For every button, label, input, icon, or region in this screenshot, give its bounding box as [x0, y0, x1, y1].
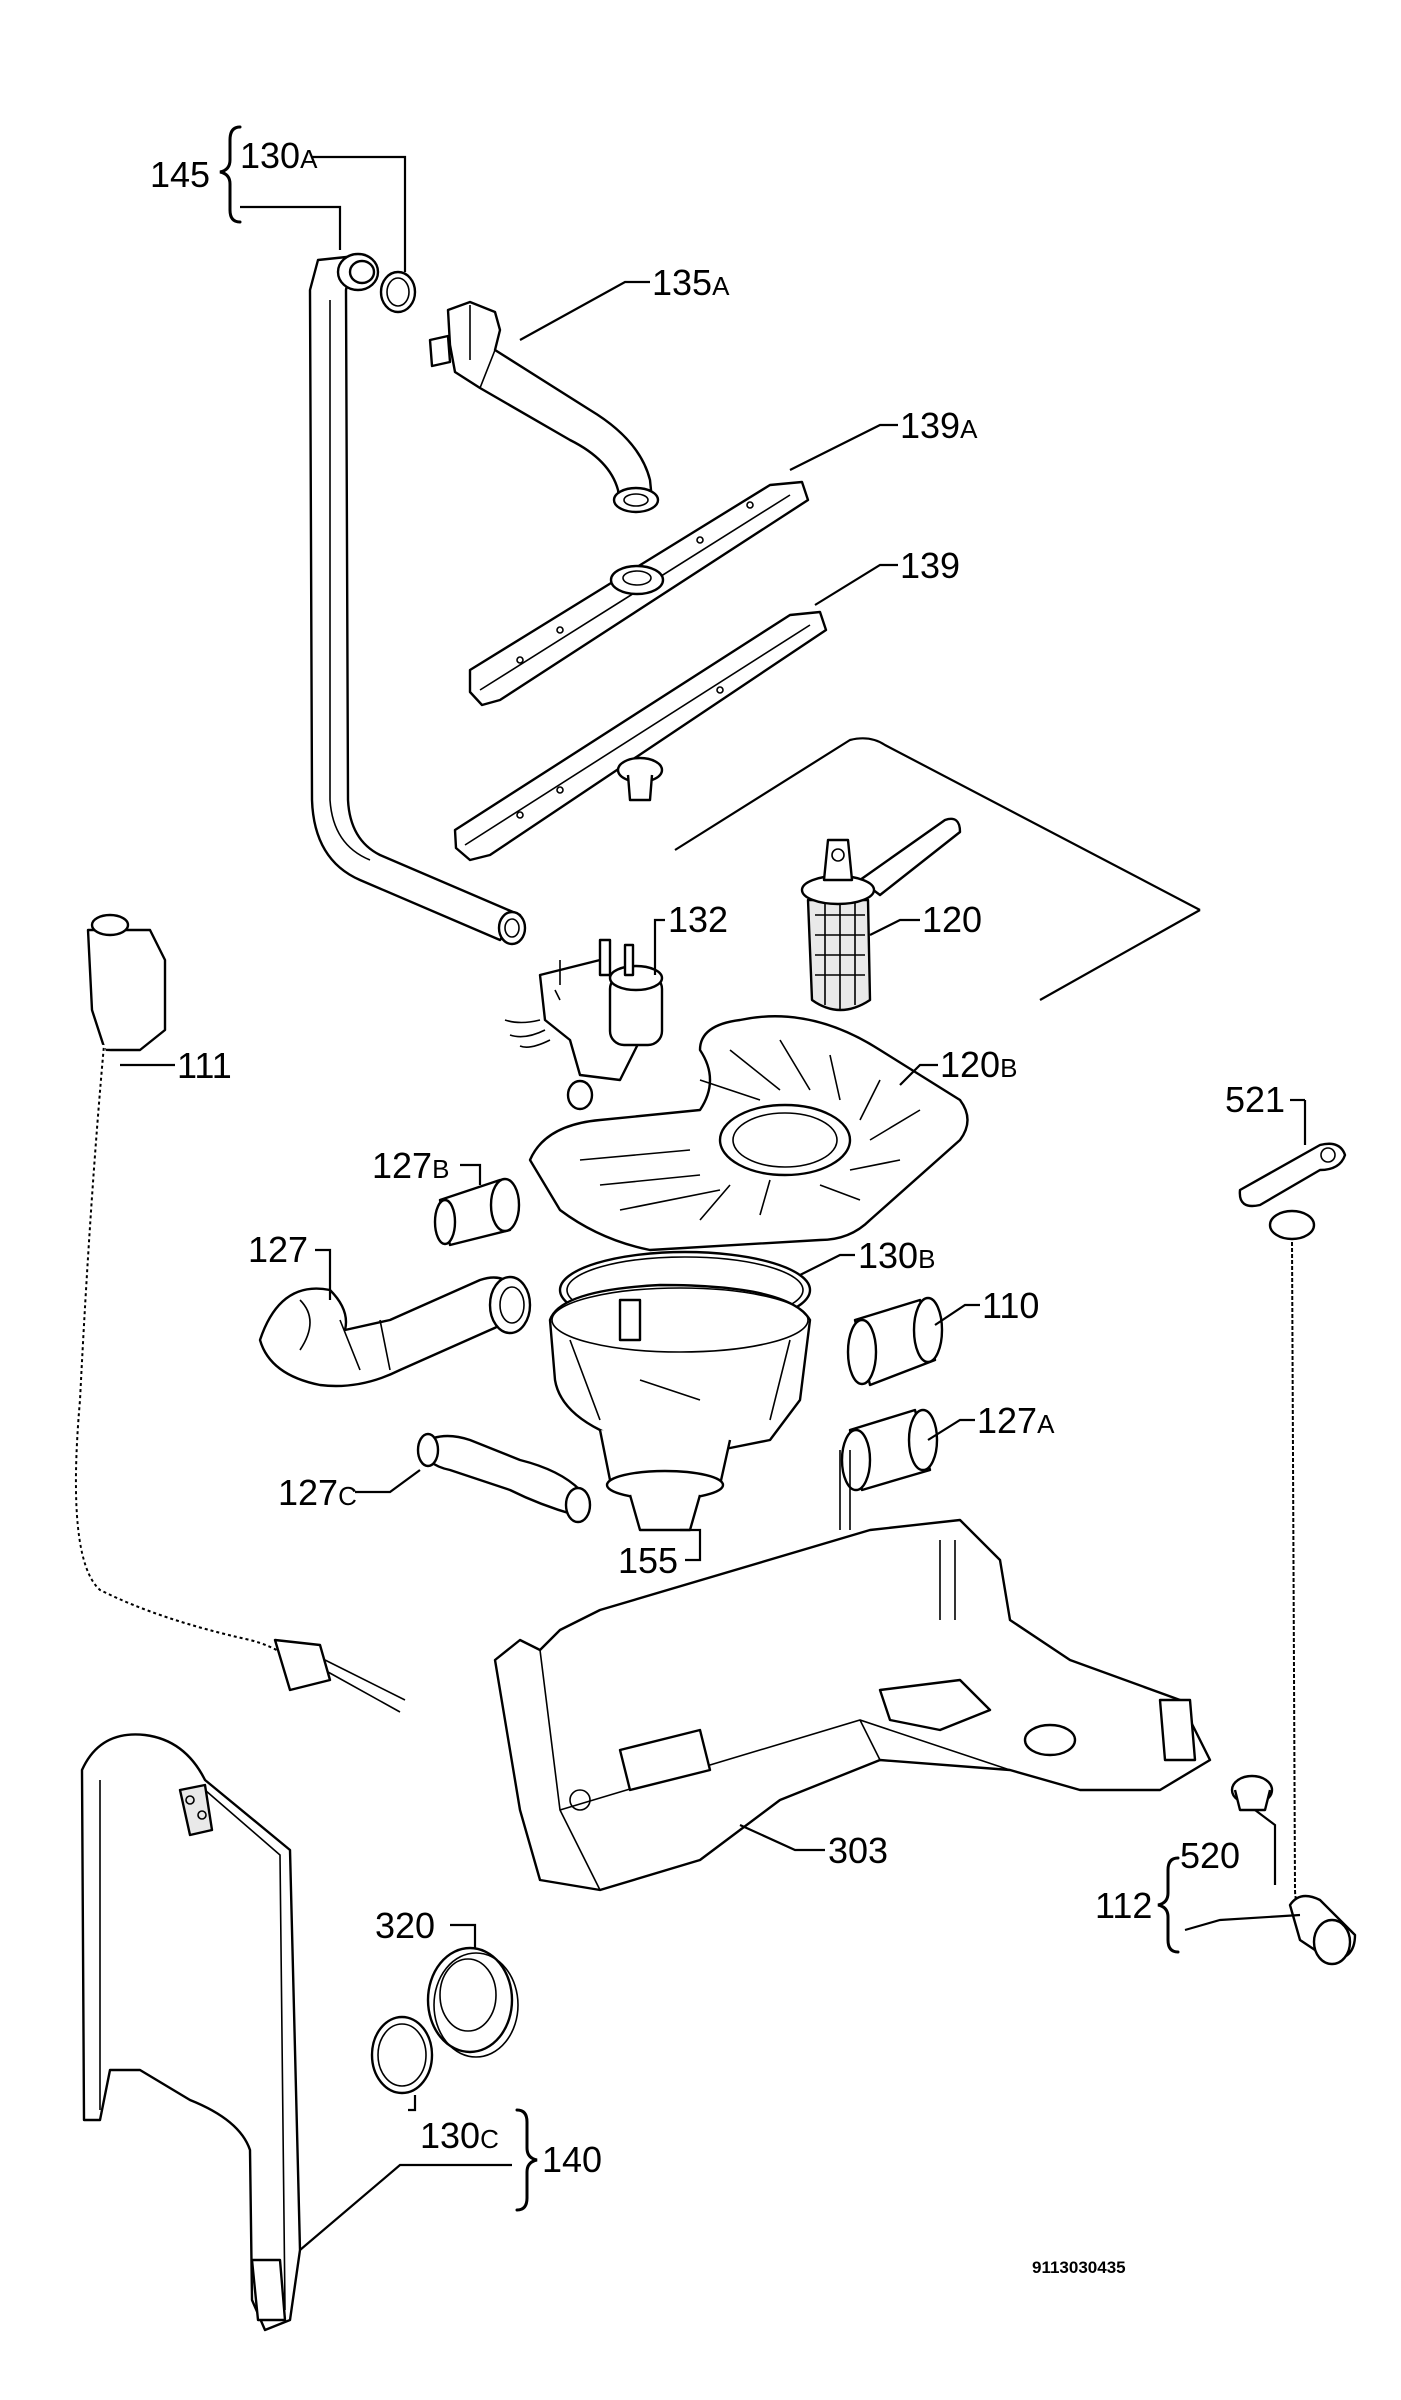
sump-155: [548, 1283, 812, 1532]
bush-520: [1230, 1774, 1274, 1812]
braces: [219, 125, 1180, 2212]
drain-hose-112: [1268, 1209, 1357, 1966]
feed-pipe-135a: [428, 300, 660, 514]
label-135a: 135A: [652, 262, 730, 303]
label-130a: 130A: [240, 135, 318, 176]
label-110: 110: [982, 1285, 1039, 1326]
spray-arm-139a: [468, 480, 810, 707]
drawing-code: 9113030435: [1032, 2258, 1126, 2277]
label-139a: 139A: [900, 405, 978, 446]
label-120b: 120B: [940, 1044, 1017, 1085]
ring-130c: [370, 2015, 434, 2095]
coupling-110: [846, 1296, 944, 1387]
label-130b: 130B: [858, 1235, 935, 1276]
o-ring-130a: [379, 270, 417, 314]
flange-320: [426, 1946, 519, 2058]
label-127a: 127A: [977, 1400, 1055, 1441]
part-labels: 145 130A 135A 139A 139 132 120 120B 111 …: [150, 135, 1285, 2277]
filter-120: [674, 737, 1201, 1012]
label-132: 132: [668, 899, 728, 940]
side-cover-140: [80, 1733, 302, 2332]
coupling-127a: [840, 1408, 939, 1492]
filter-plate-120b: [528, 1015, 969, 1252]
tube-127c: [416, 1432, 592, 1524]
spray-arm-139: [453, 610, 828, 862]
label-112: 112: [1095, 1885, 1152, 1926]
clip-521: [1238, 1142, 1347, 1208]
label-140: 140: [542, 2139, 602, 2180]
label-130c: 130C: [420, 2115, 499, 2156]
label-111: 111: [177, 1045, 232, 1086]
label-127b: 127B: [372, 1145, 449, 1186]
connector-127b: [433, 1177, 521, 1247]
label-127: 127: [248, 1229, 308, 1270]
valve-132: [504, 938, 664, 1111]
label-127c: 127C: [278, 1472, 357, 1513]
label-521: 521: [1225, 1079, 1285, 1120]
base-303: [493, 1450, 1212, 1892]
spray-pipe-145: [308, 252, 527, 946]
inlet-hose-111: [68, 913, 406, 1713]
label-303: 303: [828, 1830, 888, 1871]
label-120: 120: [922, 899, 982, 940]
label-139: 139: [900, 545, 960, 586]
label-145: 145: [150, 154, 210, 195]
label-320: 320: [375, 1905, 435, 1946]
hose-127: [258, 1275, 532, 1388]
label-155: 155: [618, 1540, 678, 1581]
leader-lines: [120, 155, 1307, 2251]
label-520: 520: [1180, 1835, 1240, 1876]
